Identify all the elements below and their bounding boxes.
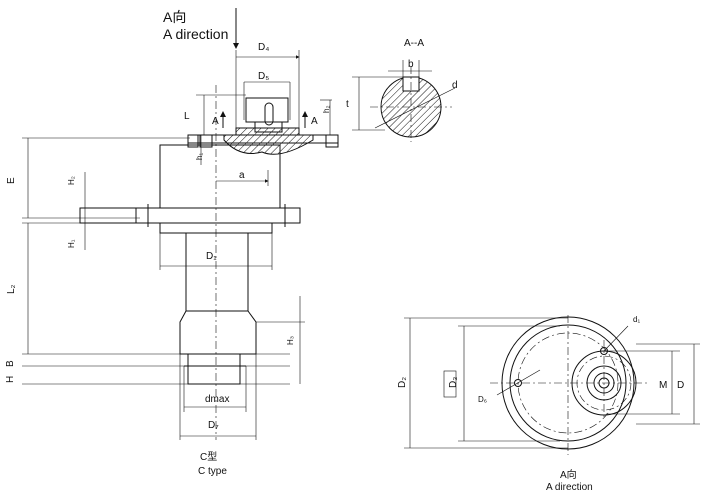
dim-l2-label: L₂ [6, 284, 17, 294]
view-direction-cn: A向 [163, 9, 186, 25]
dim-h1-big-label: H₁ [67, 239, 76, 248]
dim-d1-leader [603, 325, 629, 352]
handwheel-hub [223, 127, 314, 155]
dim-d4-label: D₄ [258, 42, 269, 53]
shaft-key [264, 102, 274, 126]
plan-caption-en: A direction [546, 482, 593, 493]
section-d-label: d [452, 80, 458, 91]
front-view: D₄ D₅ L A A h₂ h₁ [5, 42, 339, 477]
dim-a-label: a [239, 170, 245, 181]
dim-h3-label: H₃ [286, 336, 295, 345]
dim-m-label: M [659, 380, 667, 391]
mounting-flange [135, 207, 301, 224]
plan-view: D₂ D₃ D₆ d₁ M D A向 A direction [397, 315, 700, 493]
base-taper [179, 310, 257, 355]
dim-d6-label: D₆ [478, 395, 487, 404]
dim-e-label: E [6, 177, 17, 184]
section-b-label: b [408, 59, 414, 70]
dim-d1-label: d₁ [633, 315, 640, 324]
gearbox-body [159, 144, 281, 209]
dim-dmax-label: dmax [205, 394, 229, 405]
dim-l-label: L [184, 111, 190, 122]
dim-d1-label: D₁ [206, 251, 217, 262]
dim-d6-leader [496, 369, 541, 396]
plan-caption-cn: A向 [560, 468, 577, 481]
dim-d2-label: D₂ [397, 377, 408, 388]
dim-d7-label: D₇ [208, 420, 219, 431]
dim-h2-label: h₂ [322, 105, 331, 113]
dim-d5-label: D₅ [258, 71, 269, 82]
caption-type-en: C type [198, 466, 227, 477]
dim-h1-label: h₁ [195, 153, 204, 160]
view-direction-en: A direction [163, 26, 228, 42]
dim-d3-label: D₃ [448, 377, 459, 388]
dim-d-leader [374, 87, 456, 129]
top-shaft [245, 97, 289, 123]
caption-type-cn: C型 [200, 450, 217, 463]
section-t-label: t [346, 99, 349, 110]
section-title: A--A [404, 38, 424, 49]
view-direction-header: A向 A direction [163, 8, 239, 49]
section-a-right: A [311, 116, 318, 127]
hole-d6 [514, 379, 522, 387]
dim-h-label: H [5, 376, 16, 383]
lower-column [185, 232, 249, 312]
dim-h2-big-label: H₂ [67, 176, 76, 185]
section-a-left: A [212, 116, 219, 127]
dim-b-label: B [5, 360, 16, 367]
section-a-a: A--A b t d [346, 38, 458, 142]
dim-d-label: D [677, 380, 684, 391]
